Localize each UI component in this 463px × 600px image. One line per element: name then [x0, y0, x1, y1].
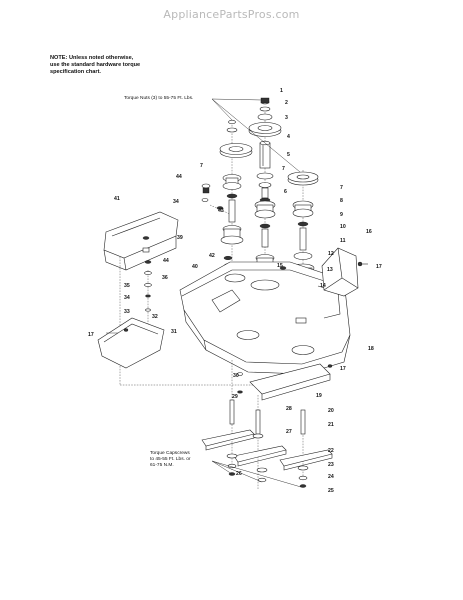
part-label: 17 [376, 264, 382, 270]
part-label: 10 [340, 224, 346, 230]
part-label: 34 [124, 295, 130, 301]
part-label: 41 [114, 196, 120, 202]
part-label: 40 [192, 264, 198, 270]
part-label: 11 [340, 238, 346, 244]
part-label: 33 [124, 309, 130, 315]
note-line: use the standard hardware torque [50, 62, 141, 68]
part-label: 17 [88, 332, 94, 338]
leader-lines [211, 98, 302, 488]
center-spindle-stack [248, 97, 282, 203]
part-label: 42 [209, 253, 215, 259]
part-label: 21 [328, 422, 334, 428]
left-spindle-stack [219, 119, 253, 270]
part-label: 44 [176, 174, 182, 180]
left-hardware [142, 183, 224, 312]
part-label: 34 [173, 199, 179, 205]
part-label: 7 [340, 185, 343, 191]
note-line: NOTE: Unless noted otherwise, [50, 55, 134, 61]
callout-line: Torque Capscrews [150, 451, 190, 456]
part-label: 12 [328, 251, 334, 257]
middle-lower-stack [253, 200, 277, 273]
part-label: 2 [285, 100, 288, 106]
part-label: 15 [277, 263, 283, 269]
part-label: 28 [286, 406, 292, 412]
mower-deck [179, 261, 351, 375]
part-label: 35 [124, 283, 130, 289]
blade-assemblies [201, 399, 333, 488]
part-label: 36 [162, 275, 168, 281]
left-belt-cover [103, 211, 179, 271]
part-label: 24 [328, 474, 334, 480]
torque-nuts-callout: Torque Nuts (3) to 55-75 Ft. Lbs. [124, 96, 194, 101]
part-label: 31 [171, 329, 177, 335]
part-label: 44 [163, 258, 169, 264]
part-label: 17 [340, 366, 346, 372]
note-line: specification chart. [50, 69, 101, 75]
part-label: 29 [232, 394, 238, 400]
part-label: 16 [366, 229, 372, 235]
part-label: 30 [233, 373, 239, 379]
part-label: 23 [328, 462, 334, 468]
part-label: 9 [340, 212, 343, 218]
part-label: 4 [287, 134, 290, 140]
right-belt-cover [321, 247, 368, 297]
left-deflector-plate [97, 317, 165, 369]
part-label: 5 [287, 152, 290, 158]
part-label: 18 [368, 346, 374, 352]
part-label: 22 [328, 448, 334, 454]
torque-capscrews-callout: Torque Capscrews to 45-55 Ft. Lbs. or 61… [150, 451, 191, 469]
part-label: 43 [218, 208, 224, 214]
discharge-baffle [237, 363, 333, 401]
part-label: 39 [177, 235, 183, 241]
part-labels: 1 2 3 4 5 6 7 7 7 8 9 10 11 12 13 14 15 … [88, 88, 382, 494]
part-label: 3 [285, 115, 288, 121]
part-label: 8 [340, 198, 343, 204]
part-label: 14 [320, 283, 326, 289]
part-label: 13 [327, 267, 333, 273]
part-label: 32 [152, 314, 158, 320]
callout-line: to 45-55 Ft. Lbs. or [150, 457, 191, 462]
site-header: AppliancePartsPros.com [163, 8, 300, 21]
part-label: 26 [236, 471, 242, 477]
torque-note: NOTE: Unless noted otherwise, use the st… [50, 55, 230, 76]
part-label: 6 [284, 189, 287, 195]
part-label: 19 [316, 393, 322, 399]
part-label: 1 [280, 88, 283, 94]
callout-line: 61-75 N.M. [150, 463, 174, 468]
part-label: 7 [200, 163, 203, 169]
part-label: 25 [328, 488, 334, 494]
part-label: 27 [286, 429, 292, 435]
part-label: 7 [282, 166, 285, 172]
part-label: 20 [328, 408, 334, 414]
